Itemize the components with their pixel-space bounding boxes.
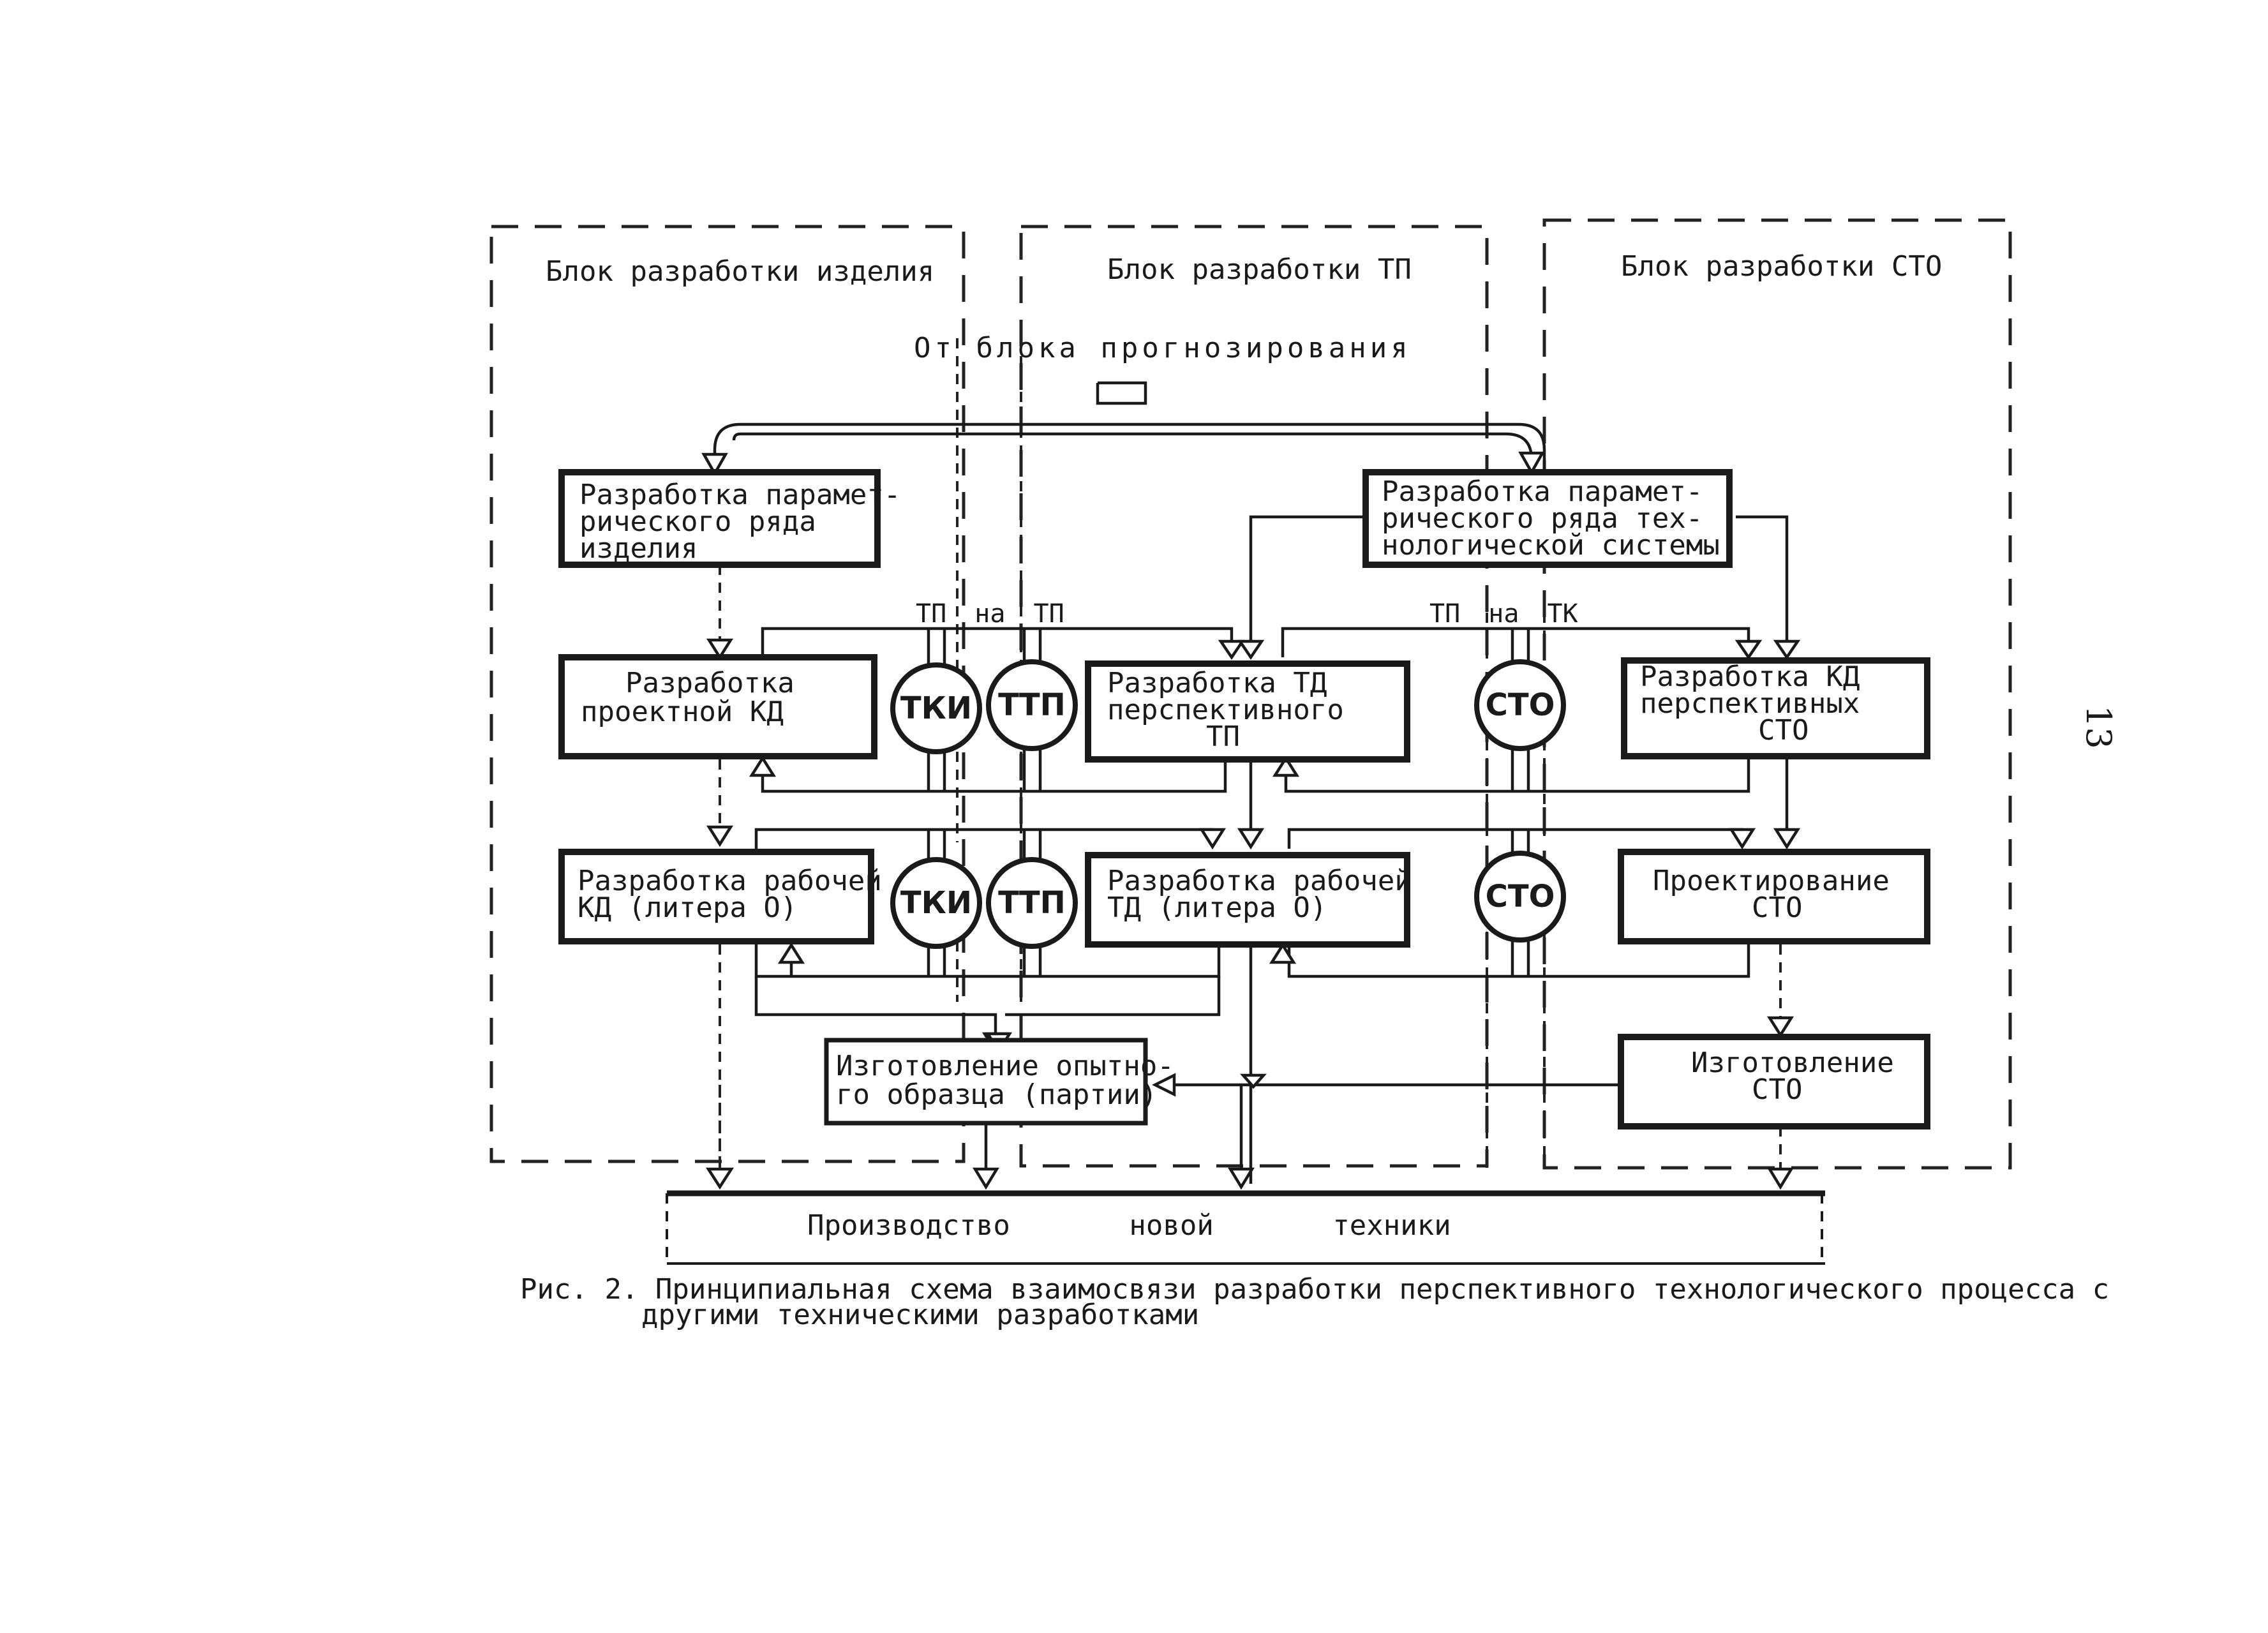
svg-text:СТО: СТО	[1752, 1073, 1802, 1106]
svg-text:Разработка парамет-: Разработка парамет-	[1382, 475, 1703, 508]
svg-text:СТО: СТО	[1486, 879, 1555, 914]
svg-text:перспективных: перспективных	[1640, 687, 1860, 720]
svg-text:нологической системы: нологической системы	[1382, 529, 1720, 562]
svg-text:проектной КД: проектной КД	[581, 696, 784, 728]
svg-text:Проектирование: Проектирование	[1653, 865, 1890, 897]
block-title-tp: Блок разработки ТП	[1107, 253, 1412, 286]
svg-text:рического ряда: рического ряда	[579, 505, 816, 538]
box-working-td: Разработка рабочей ТД (литера О)	[1085, 852, 1412, 948]
svg-text:ТКИ: ТКИ	[900, 690, 972, 726]
svg-text:Разработка рабочей: Разработка рабочей	[1107, 865, 1412, 897]
box-param-tech: Разработка парамет- рического ряда тех- …	[1362, 469, 1733, 568]
svg-text:СТО: СТО	[1486, 687, 1555, 723]
forecast-label: От блока прогнозирования	[914, 332, 1412, 364]
circle-tki-row2: ТКИ	[890, 857, 982, 949]
circle-tki-row1: ТКИ	[890, 662, 982, 754]
svg-text:ТД (литера О): ТД (литера О)	[1107, 891, 1327, 924]
block-title-sto: Блок разработки СТО	[1621, 250, 1942, 283]
link-label-tp-to-tp: ТП на ТП	[916, 599, 1064, 629]
svg-text:Разработка ТД: Разработка ТД	[1107, 667, 1327, 699]
svg-text:ТТП: ТТП	[998, 687, 1066, 723]
svg-text:Разработка: Разработка	[625, 667, 795, 699]
circle-sto-row1: СТО	[1474, 659, 1566, 751]
svg-text:СТО: СТО	[1752, 891, 1802, 924]
block-title-product: Блок разработки изделия	[546, 255, 934, 288]
svg-text:СТО: СТО	[1758, 714, 1809, 747]
svg-text:го образца (партии): го образца (партии)	[836, 1078, 1157, 1111]
box-prototype: Изготовление опытно- го образца (партии)	[824, 1038, 1174, 1126]
block-frame-product	[489, 225, 966, 1163]
caption-line-2: другими техническими разработками	[641, 1299, 1199, 1331]
box-design-kd: Разработка проектной КД	[558, 654, 877, 759]
svg-text:ТТП: ТТП	[998, 885, 1066, 921]
svg-text:рического ряда тех-: рического ряда тех-	[1382, 502, 1703, 535]
svg-text:Разработка парамет-: Разработка парамет-	[579, 479, 900, 511]
svg-text:ТП: ТП	[1206, 720, 1240, 753]
circle-sto-row2: СТО	[1474, 851, 1566, 943]
box-td-perspective: Разработка ТД перспективного ТП	[1085, 660, 1410, 763]
svg-text:КД (литера О): КД (литера О)	[578, 891, 797, 924]
svg-text:Производство новой техники: Производство новой техники	[807, 1209, 1451, 1242]
svg-text:Изготовление: Изготовление	[1691, 1047, 1894, 1079]
caption-line-1: Рис. 2. Принципиальная схема взаимосвязи…	[520, 1273, 2109, 1306]
svg-text:перспективного: перспективного	[1107, 694, 1344, 726]
circle-ttp-row2: ТТП	[986, 857, 1078, 949]
box-working-kd: Разработка рабочей КД (литера О)	[558, 849, 882, 944]
page-number: 13	[2078, 705, 2119, 749]
circle-ttp-row1: ТТП	[986, 659, 1078, 751]
svg-text:ТКИ: ТКИ	[900, 885, 972, 921]
svg-text:Изготовление опытно-: Изготовление опытно-	[836, 1050, 1174, 1082]
box-design-sto: Проектирование СТО	[1618, 849, 1930, 944]
link-label-tp-to-tk: ТП на ТК	[1429, 599, 1578, 629]
svg-text:изделия: изделия	[579, 532, 698, 565]
box-kd-sto: Разработка КД перспективных СТО	[1621, 657, 1930, 759]
box-param-product: Разработка парамет- рического ряда издел…	[558, 469, 900, 568]
box-make-sto: Изготовление СТО	[1618, 1034, 1930, 1130]
svg-text:Разработка КД: Разработка КД	[1640, 660, 1860, 693]
svg-text:Разработка рабочей: Разработка рабочей	[578, 865, 882, 897]
box-production: Производство новой техники	[666, 1190, 1825, 1265]
